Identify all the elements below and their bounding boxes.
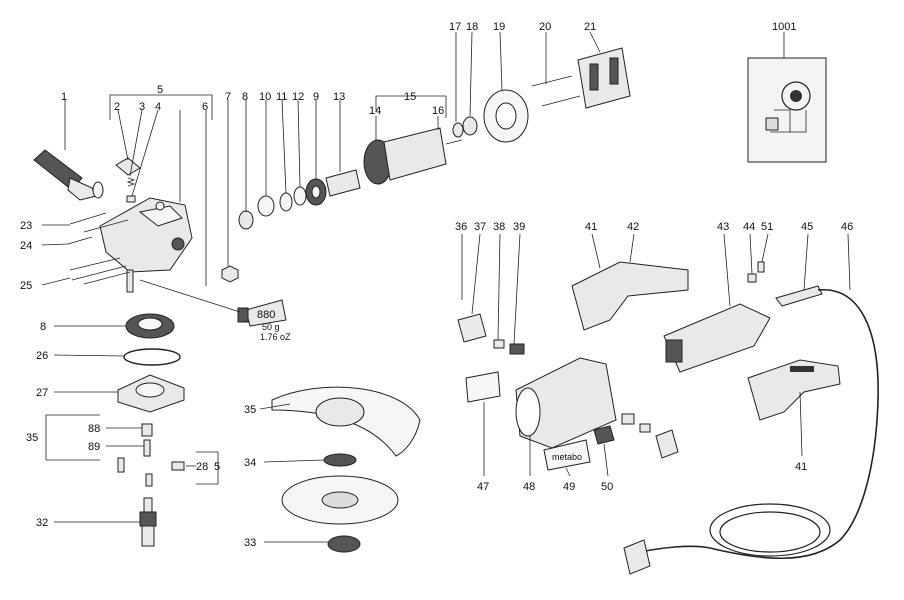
label-12: 12 — [292, 91, 304, 103]
label-8-top: 8 — [242, 91, 248, 103]
bevel-gear — [125, 313, 175, 339]
o-ring — [123, 348, 181, 366]
label-50 — [593, 425, 615, 445]
part-number-labels: 1 5 2 3 4 6 7 8 10 11 12 9 13 15 14 16 1… — [20, 21, 853, 549]
side-handle — [33, 149, 104, 201]
label-44: 44 — [743, 221, 755, 233]
gear-housing — [99, 197, 193, 273]
label-26: 26 — [36, 350, 48, 362]
label-4: 4 — [155, 101, 161, 113]
label-39: 39 — [513, 221, 525, 233]
rear-handle-41 — [747, 359, 841, 421]
label-23: 23 — [20, 220, 32, 232]
label-51: 51 — [761, 221, 773, 233]
spindle-nut-7 — [221, 265, 239, 283]
leader-lines — [41, 31, 851, 543]
label-50: 50 — [601, 481, 613, 493]
label-3: 3 — [139, 101, 145, 113]
bearing-8 — [238, 210, 254, 230]
label-10: 10 — [259, 91, 271, 103]
motor-housing-48 — [515, 357, 617, 449]
clamping-nut-33 — [327, 535, 361, 553]
brand-plate-49: metabo — [543, 439, 591, 471]
grease-tube: 880 50 g 1.76 oZ — [237, 299, 291, 342]
label-18: 18 — [466, 21, 478, 33]
label-32: 32 — [36, 517, 48, 529]
label-47 — [465, 371, 501, 403]
label-34: 34 — [244, 457, 256, 469]
cap-assembly — [621, 413, 679, 459]
handle-half-41 — [571, 261, 689, 331]
label-89: 89 — [88, 441, 100, 453]
bearing-plate-13 — [325, 169, 361, 197]
brush-holder-37 — [457, 313, 487, 343]
label-9: 9 — [313, 91, 319, 103]
label-35-left: 35 — [26, 432, 38, 444]
label-45: 45 — [801, 221, 813, 233]
label-16: 16 — [432, 105, 444, 117]
grease-code: 880 — [257, 309, 275, 321]
grease-weight-g: 50 g — [262, 322, 280, 332]
field-screws-20 — [531, 75, 581, 107]
label-20: 20 — [539, 21, 551, 33]
wiring-diagram-box — [747, 57, 827, 163]
label-38: 38 — [493, 221, 505, 233]
label-1: 1 — [61, 91, 67, 103]
brush-38-39 — [493, 339, 525, 355]
grease-weight-oz: 1.76 oZ — [260, 332, 291, 342]
housing-screws — [67, 212, 131, 285]
label-46: 46 — [841, 221, 853, 233]
bearing-flange — [117, 374, 185, 413]
stator-field-21 — [577, 47, 631, 109]
switch-assembly-43 — [663, 303, 771, 373]
label-42: 42 — [627, 221, 639, 233]
label-36: 36 — [455, 221, 467, 233]
label-47: 47 — [477, 481, 489, 493]
label-19: 19 — [493, 21, 505, 33]
clamp-44-51 — [747, 261, 765, 283]
label-48: 48 — [523, 481, 535, 493]
brand-plate-text: metabo — [552, 452, 582, 462]
label-33: 33 — [244, 537, 256, 549]
flange-34 — [323, 453, 357, 467]
label-88: 88 — [88, 423, 100, 435]
label-2: 2 — [114, 101, 120, 113]
label-8-left: 8 — [40, 321, 46, 333]
spindle-pin — [126, 269, 134, 293]
label-5: 5 — [157, 84, 163, 96]
armature — [363, 127, 463, 185]
label-11: 11 — [276, 91, 287, 103]
label-1001: 1001 — [772, 21, 796, 33]
label-6: 6 — [202, 101, 208, 113]
label-17: 17 — [449, 21, 461, 33]
label-49: 49 — [563, 481, 575, 493]
fan-ring-19 — [483, 89, 529, 143]
lock-spring — [126, 177, 136, 203]
label-28: 28 — [196, 461, 208, 473]
label-41-bottom: 41 — [795, 461, 807, 473]
grinding-disc — [281, 475, 399, 525]
ball-bearing-9 — [305, 178, 327, 206]
wheel-guard — [271, 386, 421, 457]
bushing-and-pin — [117, 423, 185, 487]
label-24: 24 — [20, 240, 32, 252]
label-15: 15 — [404, 91, 416, 103]
label-21: 21 — [584, 21, 596, 33]
label-5-bottom: 5 — [214, 461, 220, 473]
label-43: 43 — [717, 221, 729, 233]
label-37: 37 — [474, 221, 486, 233]
washers-10-11-12 — [257, 186, 307, 217]
label-27: 27 — [36, 387, 48, 399]
bearing-17-18 — [452, 116, 478, 138]
label-13: 13 — [333, 91, 345, 103]
label-14: 14 — [369, 105, 381, 117]
housing-cover-clip — [115, 157, 141, 176]
label-41-top: 41 — [585, 221, 597, 233]
spindle — [139, 497, 157, 547]
label-25: 25 — [20, 280, 32, 292]
label-7: 7 — [225, 91, 231, 103]
label-35: 35 — [244, 404, 256, 416]
